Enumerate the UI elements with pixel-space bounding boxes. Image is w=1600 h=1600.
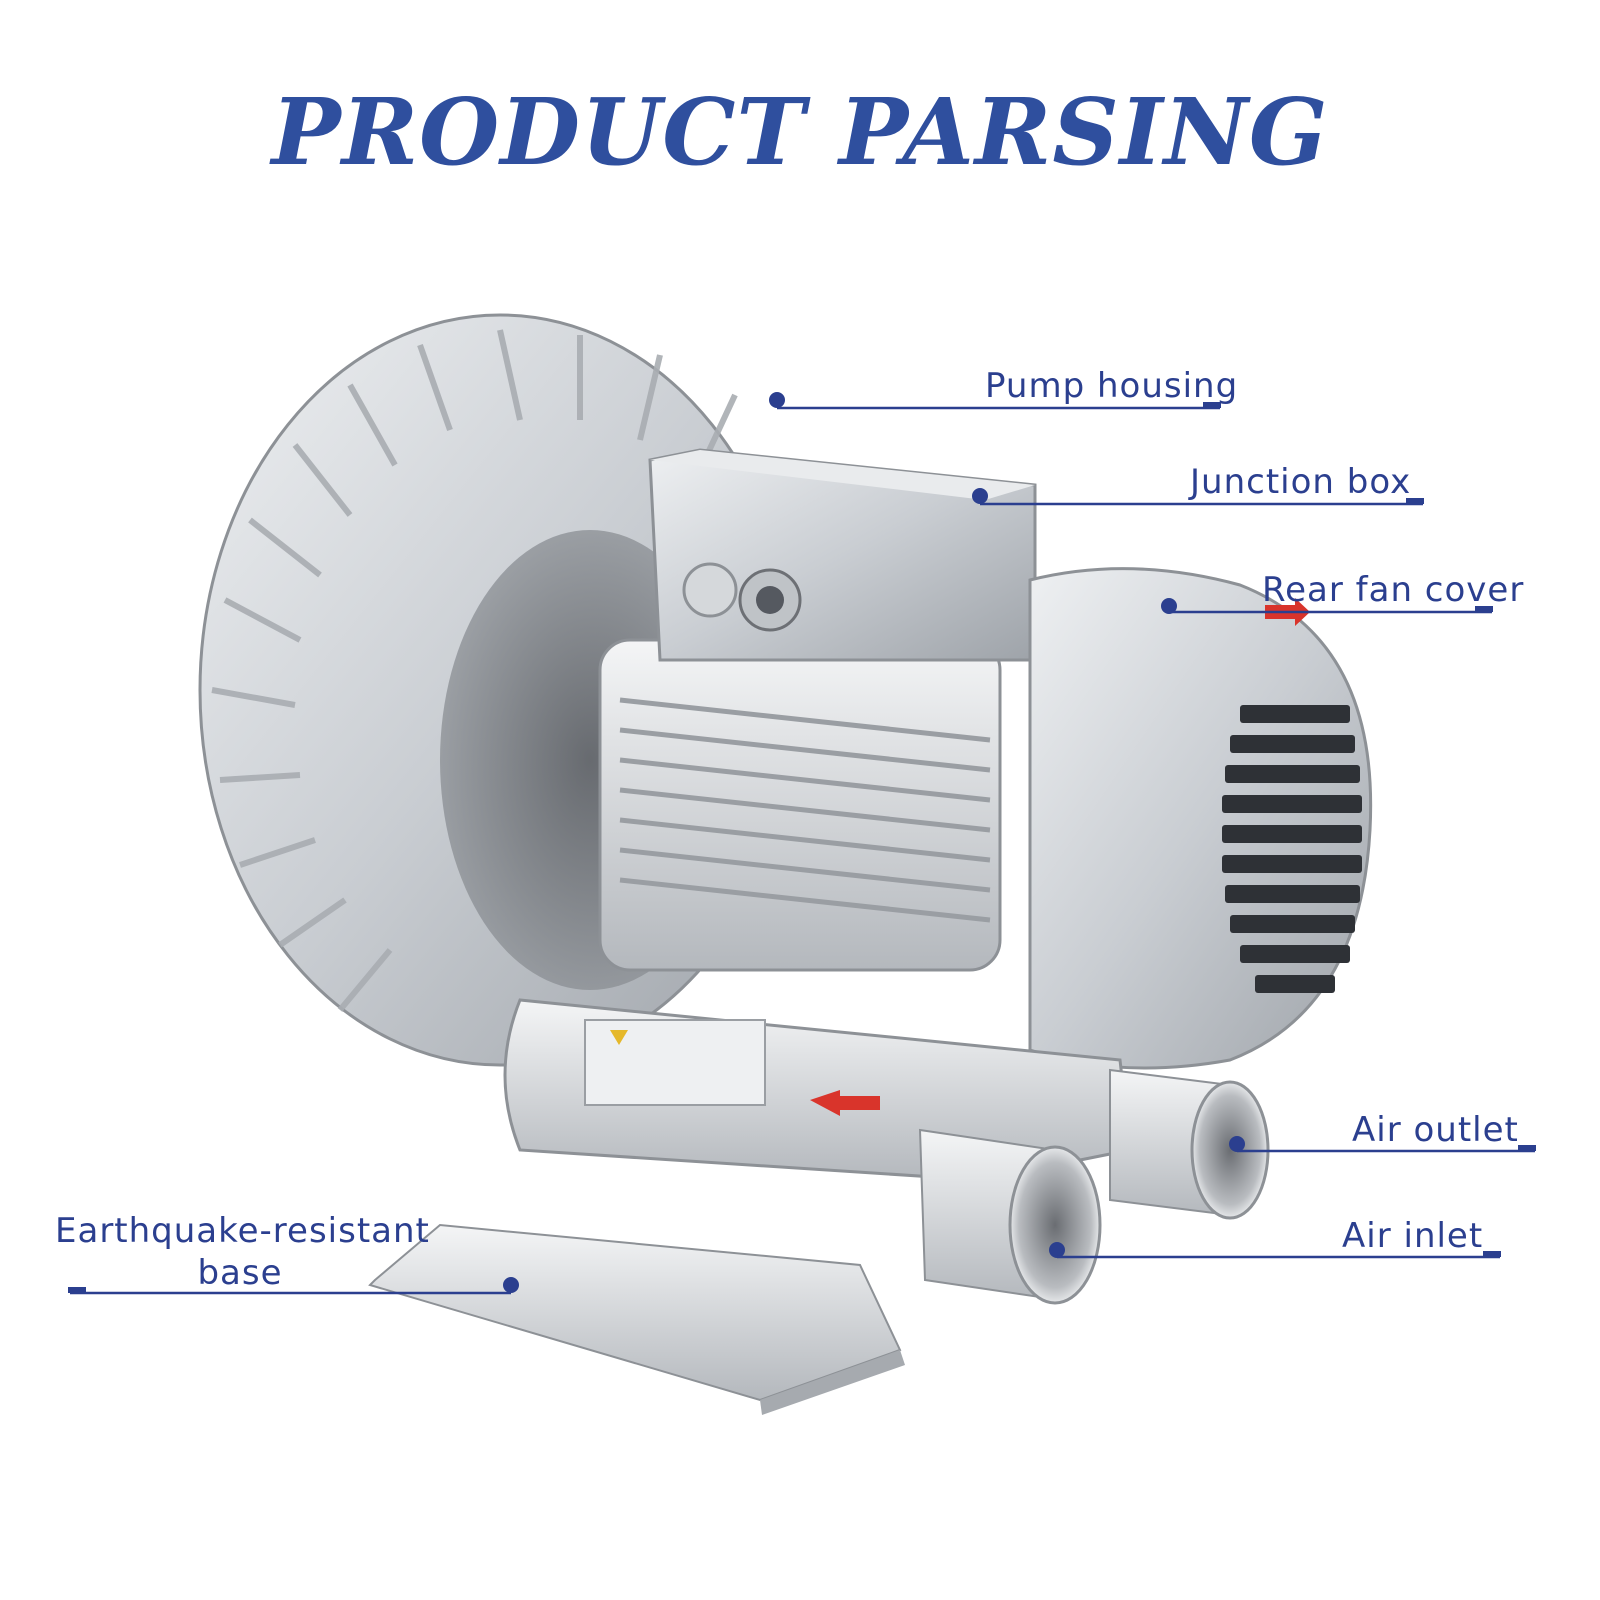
callout-base-line1: Earthquake-resistant	[55, 1211, 430, 1251]
callout-junction-box: Junction box	[1190, 462, 1412, 502]
leader-junction-box	[972, 488, 1424, 506]
leader-rear-fan-cover	[1161, 598, 1493, 614]
callout-base-line2: base	[197, 1253, 283, 1293]
callout-air-inlet: Air inlet	[1342, 1216, 1484, 1256]
callout-rear-fan-cover: Rear fan cover	[1262, 570, 1525, 610]
callout-pump-housing: Pump housing	[985, 366, 1239, 406]
motor-body	[598, 638, 1002, 972]
leader-base	[68, 1277, 519, 1295]
manifold	[503, 998, 1132, 1182]
base-plate	[368, 1223, 905, 1415]
rear-fan-cover	[1028, 567, 1373, 1070]
air-outlet-pipe	[1109, 1068, 1270, 1220]
junction-box	[648, 448, 1037, 662]
leader-air-inlet	[1049, 1242, 1501, 1259]
leader-pump-housing	[769, 392, 1221, 410]
air-inlet-pipe	[918, 1128, 1102, 1305]
callout-base: Earthquake-resistant base	[55, 1210, 430, 1294]
callout-air-outlet: Air outlet	[1352, 1110, 1519, 1150]
leader-air-outlet	[1229, 1136, 1536, 1153]
page-title: PRODUCT PARSING	[271, 78, 1329, 186]
